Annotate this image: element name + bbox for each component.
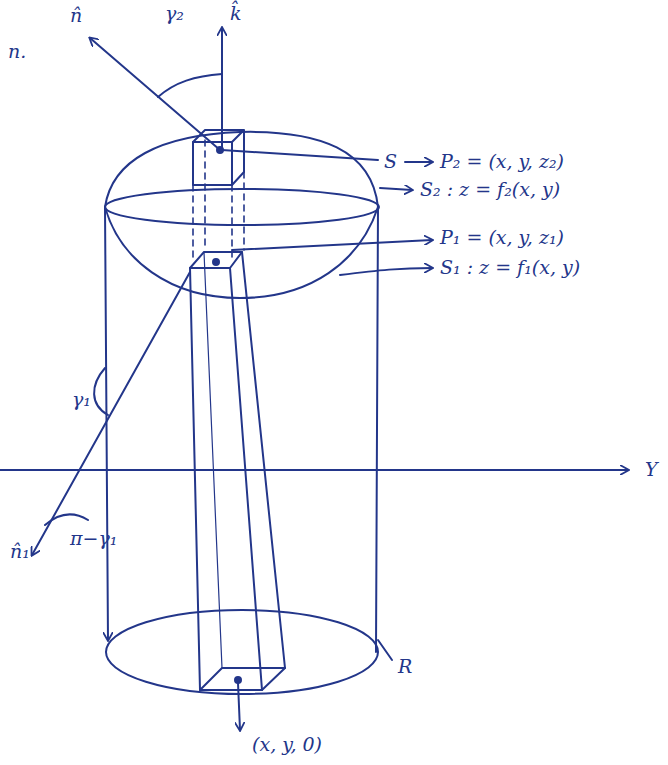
math-label: S₂ : z = f₂(x, y) [420,178,560,201]
math-label: γ₁ [72,388,91,411]
math-label: π−γ₁ [70,527,117,550]
math-label: γ₂ [165,2,184,25]
math-label: P₁ = (x, y, z₁) [440,226,564,249]
math-label: n. [8,40,26,63]
math-label: S [384,150,397,173]
math-label: S₁ : z = f₁(x, y) [440,256,580,279]
math-label: Y [645,458,658,481]
math-label: n̂ [70,4,82,27]
math-label: R [398,655,412,678]
math-label: n̂₁ [10,540,30,563]
math-label: P₂ = (x, y, z₂) [440,150,564,173]
math-label: k̂ [230,2,242,25]
math-label: (x, y, 0) [252,733,322,756]
